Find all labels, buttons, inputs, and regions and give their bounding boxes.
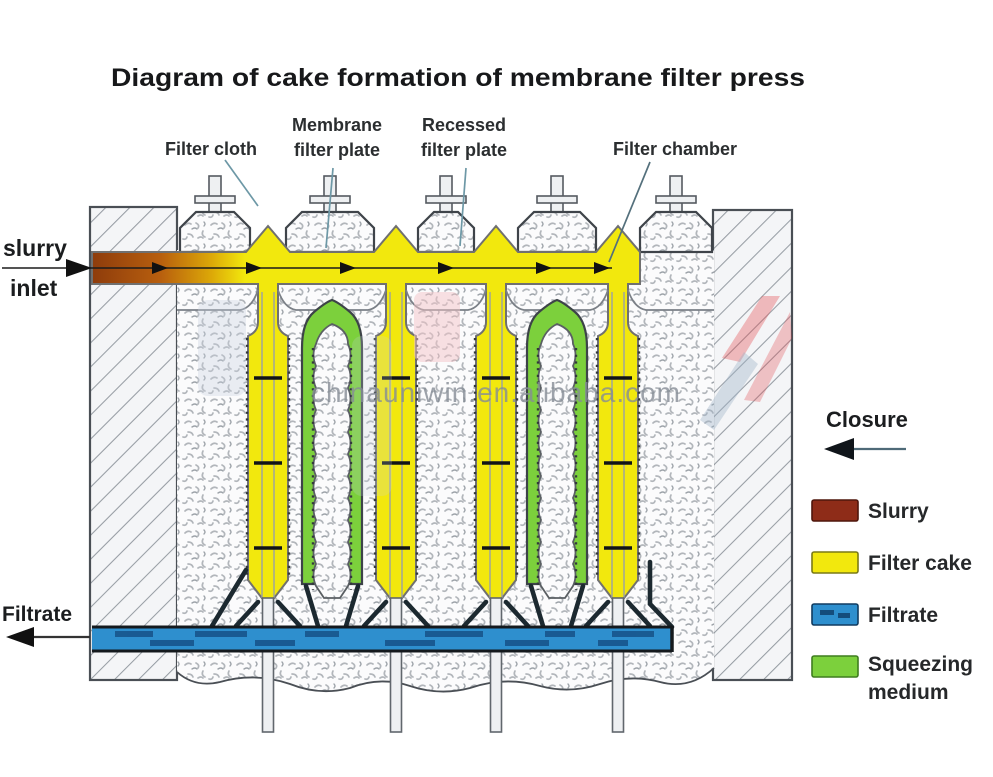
legend: Slurry Filter cake Filtrate Squeezing me… [811,499,973,704]
legend-label-squeezing-line2: medium [868,681,949,704]
closure-annotation: Closure [824,407,908,460]
legend-swatch-filter-cake [811,551,859,574]
legend-swatch-filtrate-dash2 [838,613,850,618]
filtrate-arrow-head [6,627,34,647]
legend-item-squeezing-medium: Squeezing medium [811,653,973,704]
filtrate-annotation: Filtrate [2,603,90,647]
label-filter-chamber: Filter chamber [613,139,737,159]
legend-label-filtrate: Filtrate [868,604,938,627]
label-recessed-plate-line2: filter plate [421,140,507,160]
callout-leader-lines [224,159,651,263]
legend-swatch-filtrate [811,603,859,626]
drain-pipes [261,597,625,733]
plate-heads [178,175,714,254]
left-end-plate [88,205,179,682]
legend-item-filter-cake: Filter cake [811,551,972,575]
watermark-logo-shapes [198,292,792,496]
plate-head-bolts [194,175,697,215]
drainage-dots [245,338,641,590]
label-slurry-line2: inlet [10,275,58,301]
legend-item-filtrate: Filtrate [811,603,938,627]
label-membrane-plate-line1: Membrane [292,115,382,135]
legend-swatch-filtrate-dash [820,610,834,615]
right-end-plate [711,208,794,682]
closure-arrow-head [824,438,854,460]
label-filtrate: Filtrate [2,603,72,626]
squeezing-medium-left [300,298,364,599]
label-filter-cloth: Filter cloth [165,139,257,159]
legend-item-slurry: Slurry [811,499,929,523]
legend-label-filter-cake: Filter cake [868,552,972,575]
filter-cake-channel [91,224,641,608]
membrane-core-right [537,323,577,599]
membrane-core-left [312,323,352,599]
legend-swatch-squeezing [811,655,859,678]
membrane-plate-leader-line [325,167,334,249]
drain-connectors [209,559,675,630]
watermark-text: chinauniwin.en.alibaba.com [311,377,681,408]
slurry-inlet-annotation: slurry inlet [3,235,67,301]
slurry-flow-arrows [2,259,612,277]
legend-label-squeezing-line1: Squeezing [868,653,973,676]
plate-stack-bottom-edge [176,667,715,693]
squeezing-medium-right [525,298,589,599]
filtrate-channel [92,625,674,653]
legend-swatch-slurry [811,499,859,522]
filter-chamber-leader-line [608,161,651,263]
recessed-plate-leader-line [459,167,467,247]
chamber-flow-ticks [254,376,632,550]
label-closure: Closure [826,407,908,432]
page-title: Diagram of cake formation of membrane fi… [111,64,805,92]
filter-cloth-leader-line [224,159,259,207]
label-membrane-plate-line2: filter plate [294,140,380,160]
label-recessed-plate-line1: Recessed [422,115,506,135]
legend-label-slurry: Slurry [868,500,929,523]
label-slurry-line1: slurry [3,235,67,261]
